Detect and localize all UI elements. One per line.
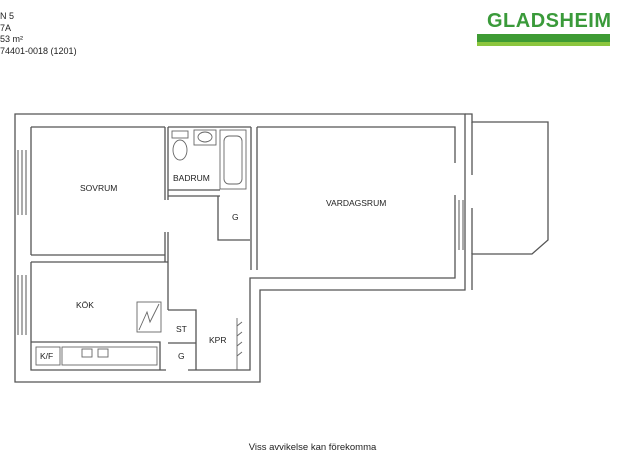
bathtub-inner (223, 135, 243, 185)
info-line: 74401-0018 (1201) (0, 45, 77, 56)
room-label-g: G (178, 351, 185, 361)
apartment-info: N 5 7A 53 m² 74401-0018 (1201) (0, 11, 77, 57)
toilet-bowl (172, 139, 188, 161)
logo-bar (477, 34, 610, 46)
room-label-kpr: KPR (209, 335, 227, 345)
disclaimer: Viss avvikelse kan förekomma (248, 442, 377, 453)
info-line: 53 m² (0, 34, 24, 44)
room-label-kf: K/F (40, 351, 54, 361)
inner-wall (30, 126, 456, 371)
hall-wall (167, 196, 250, 370)
room-label-vardagsrum: VARDAGSRUM (326, 198, 387, 208)
chimney (136, 301, 162, 333)
logo-text: GLADSHEIM (487, 10, 612, 32)
balcony (465, 113, 549, 290)
bathtub (219, 129, 247, 190)
logo-bar-light (477, 42, 610, 46)
kitchen-lower-wall (31, 341, 161, 370)
chimney-zigzag (138, 303, 160, 331)
sink-basin (197, 131, 213, 143)
window (454, 200, 464, 250)
info-line: N 5 (0, 11, 15, 21)
room-label-st: ST (176, 324, 187, 334)
room-label-badrum: BADRUM (173, 173, 210, 183)
info-line: 7A (0, 22, 12, 33)
sink (193, 129, 217, 146)
stove-burner (97, 348, 109, 358)
wardrobe-hatch (236, 318, 243, 370)
stove-burner (81, 348, 93, 358)
bath-wall (168, 127, 258, 270)
kitchen-wall (31, 254, 168, 263)
window (17, 150, 27, 215)
room-label-kok: KÖK (76, 300, 94, 310)
logo-bar-dark (477, 34, 610, 42)
kitchen-fridge (35, 346, 61, 366)
kitchen-counter (61, 346, 158, 366)
sovrum-wall (164, 127, 169, 262)
room-label-sovrum: SOVRUM (80, 183, 118, 193)
window (17, 275, 27, 335)
toilet-tank (171, 130, 189, 139)
room-label-g: G (232, 212, 239, 222)
